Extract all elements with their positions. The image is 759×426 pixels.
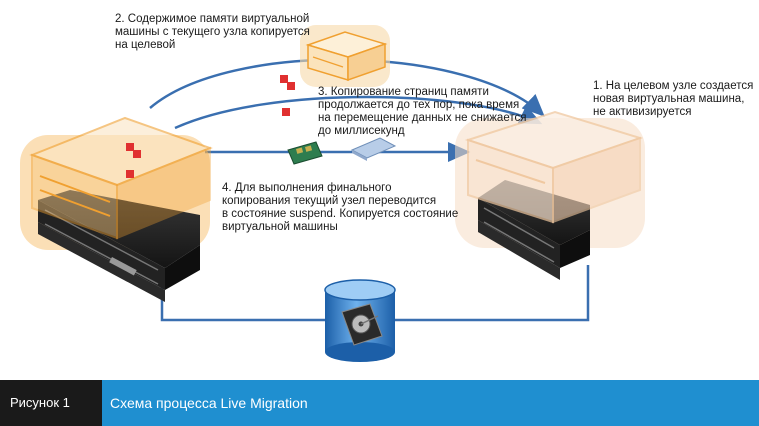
figure-label: Рисунок 1 <box>0 380 102 426</box>
memory-page-icon-transit <box>280 75 295 116</box>
memory-page-icon <box>126 143 141 178</box>
storage-disk-icon <box>324 279 396 362</box>
step-4-note: 4. Для выполнения финального копирования… <box>222 182 459 233</box>
network-card-icon <box>287 141 323 165</box>
target-server-icon <box>455 110 645 280</box>
figure-caption-bar: Рисунок 1 Схема процесса Live Migration <box>0 380 759 426</box>
migration-diagram: 1. На целевом узле создается новая вирту… <box>20 13 754 362</box>
step-2-note: 2. Содержимое памяти виртуальной машины … <box>115 13 310 51</box>
memory-module-icon <box>350 137 397 161</box>
vm-box-icon <box>300 25 390 87</box>
source-server-icon <box>20 116 213 302</box>
figure-title: Схема процесса Live Migration <box>110 395 308 411</box>
diagram-canvas <box>20 25 645 362</box>
step-3-note: 3. Копирование страниц памяти продолжает… <box>318 86 527 137</box>
step-1-note: 1. На целевом узле создается новая вирту… <box>593 80 754 118</box>
